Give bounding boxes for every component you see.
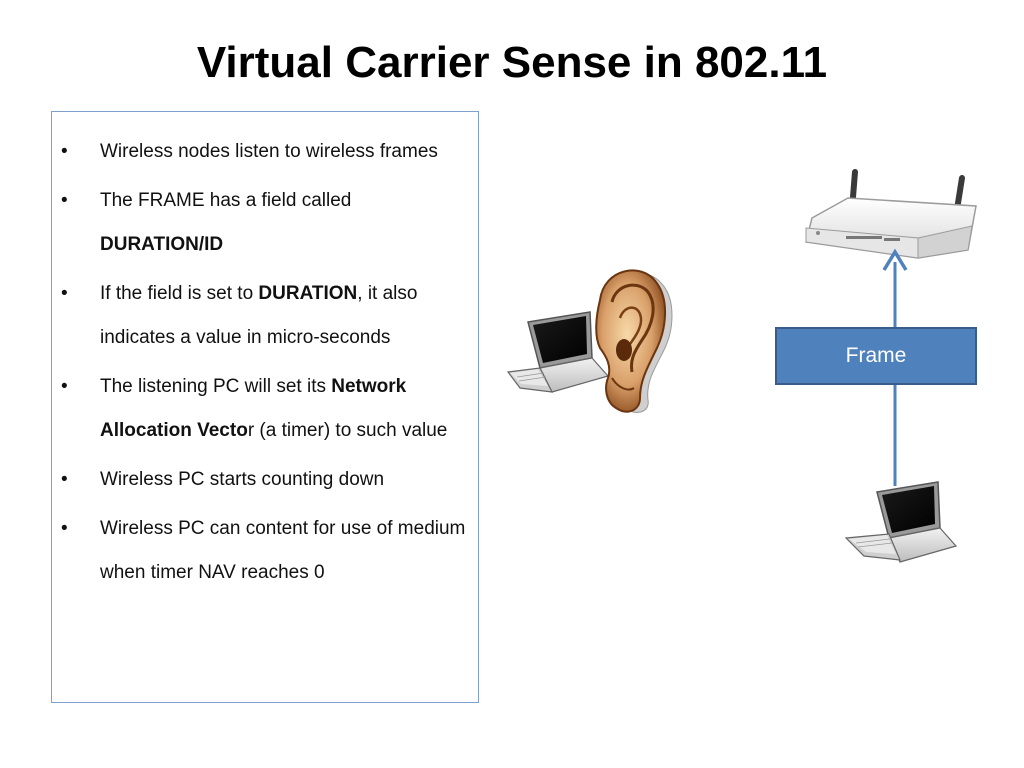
bullet-dot: •: [61, 518, 68, 539]
bullet-text-segment: r (a timer) to such value: [247, 420, 448, 441]
bullet-bold-text: DURATION/ID: [100, 234, 224, 255]
bullet-list: • Wireless nodes listen to wireless frame…: [52, 130, 472, 600]
slide-title: Virtual Carrier Sense in 802.11: [196, 38, 828, 87]
bullet-text-segment: If the field is set to: [100, 283, 259, 304]
bullet-text-segment: Wireless PC can content for use of mediu…: [100, 518, 466, 583]
bullet-bold-text: Network Allocation Vecto: [100, 376, 407, 441]
bullet-text-segment: , it also indicates a value in micro-sec…: [100, 283, 418, 348]
bullet-text: Wireless PC starts counting down: [100, 469, 384, 490]
ear-icon: [595, 269, 673, 413]
bullet-text: If the field is set to DURATION, it also…: [100, 283, 417, 348]
bullet-text-segment: The listening PC will set its: [100, 376, 332, 397]
bullet-item: • Wireless PC starts counting down: [52, 458, 472, 502]
bullet-bold-text: DURATION: [258, 283, 358, 304]
bullet-item: • If the field is set to DURATION, it als…: [52, 272, 472, 360]
bullet-text: The FRAME has a field called DURATION/ID: [100, 190, 351, 255]
bullet-item: • Wireless nodes listen to wireless frame…: [52, 130, 472, 174]
bullet-dot: •: [61, 469, 68, 490]
bullet-item: • The listening PC will set its Network A…: [52, 365, 472, 453]
bullet-item: • The FRAME has a field called DURATION/I…: [52, 179, 472, 267]
frame-box: [775, 327, 977, 385]
bullet-dot: •: [61, 141, 68, 162]
bullet-text-segment: The FRAME has a field called: [100, 190, 352, 211]
bullet-dot: •: [61, 283, 68, 304]
bullet-dot: •: [61, 376, 68, 397]
bullet-text: Wireless nodes listen to wireless frames: [100, 141, 438, 162]
bullet-text-segment: Wireless PC starts counting down: [100, 469, 385, 490]
bullet-dot: •: [61, 190, 68, 211]
router-icon: [805, 169, 977, 259]
bullet-text: Wireless PC can content for use of mediu…: [100, 518, 465, 583]
bullet-text: The listening PC will set its Network Al…: [100, 376, 447, 441]
frame-label: Frame: [845, 344, 907, 367]
laptop-icon: [506, 311, 610, 393]
bullet-text-segment: Wireless nodes listen to wireless frames: [100, 141, 438, 162]
laptop-icon: [844, 481, 958, 563]
bullet-text-box: • Wireless nodes listen to wireless frame…: [51, 111, 479, 703]
bullet-item: • Wireless PC can content for use of medi…: [52, 507, 472, 595]
